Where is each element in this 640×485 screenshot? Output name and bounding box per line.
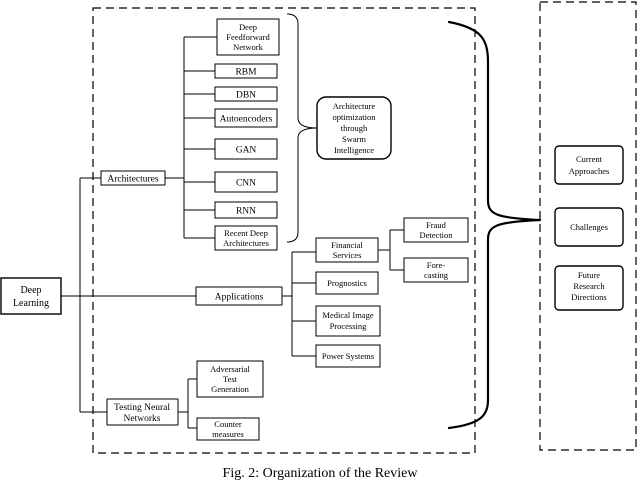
figure-caption: Fig. 2: Organization of the Review [222, 466, 418, 481]
root-node-deep-learning: Deep Learning [0, 277, 62, 315]
architectures-node: Architectures [100, 170, 166, 186]
svg-text:Fore-: Fore- [427, 260, 446, 270]
svg-text:Financial: Financial [331, 240, 363, 250]
arch-item-recent-deep-architectures: Recent Deep Architectures [214, 225, 278, 251]
svg-text:Deep: Deep [239, 22, 257, 32]
svg-text:Test: Test [223, 374, 238, 384]
review-organization-diagram: Deep Learning Architectures Deep Feedfor… [0, 1, 637, 454]
arch-item-gan: GAN [214, 138, 278, 160]
svg-text:RNN: RNN [236, 207, 256, 217]
svg-text:Counter: Counter [214, 419, 242, 429]
svg-text:Directions: Directions [571, 292, 606, 302]
svg-text:Architectures: Architectures [223, 238, 269, 248]
arch-item-dbn: DBN [214, 86, 278, 102]
svg-text:Network: Network [233, 42, 263, 52]
app-item-financial-services: Financial Services [315, 237, 379, 263]
svg-text:casting: casting [424, 270, 449, 280]
svg-text:GAN: GAN [236, 146, 257, 156]
financial-sub-forecasting: Fore- casting [403, 257, 469, 283]
outcome-current-approaches: Current Approaches [554, 145, 624, 185]
outcome-future-research-directions: Future Research Directions [554, 265, 624, 311]
financial-sub-fraud-detection: Fraud Detection [403, 217, 469, 243]
app-item-power-systems: Power Systems [315, 344, 381, 368]
svg-text:Deep: Deep [20, 285, 41, 296]
svg-text:Architecture: Architecture [333, 101, 376, 111]
outcome-challenges: Challenges [554, 207, 624, 247]
connector-lines [61, 13, 404, 429]
svg-text:through: through [341, 123, 368, 133]
svg-text:Processing: Processing [330, 321, 368, 331]
svg-text:Adversarial: Adversarial [210, 364, 250, 374]
outcomes-dashed-frame [539, 1, 637, 451]
svg-text:Learning: Learning [13, 298, 49, 309]
main-dashed-frame [92, 7, 476, 454]
applications-node: Applications [195, 286, 283, 306]
svg-text:Medical Image: Medical Image [322, 310, 373, 320]
svg-text:Intelligence: Intelligence [334, 145, 374, 155]
svg-text:Recent Deep: Recent Deep [224, 228, 268, 238]
svg-text:Networks: Networks [124, 414, 161, 424]
svg-text:Prognostics: Prognostics [327, 278, 367, 288]
merge-brace [447, 20, 542, 430]
svg-text:Autoencoders: Autoencoders [220, 115, 273, 125]
arch-item-deep-feedforward: Deep Feedforward Network [216, 18, 280, 56]
arch-item-rbm: RBM [214, 63, 278, 79]
arch-item-cnn: CNN [214, 171, 278, 193]
app-item-prognostics: Prognostics [315, 271, 379, 295]
svg-text:Future: Future [578, 270, 600, 280]
swarm-intelligence-node: Architecture optimization through Swarm … [316, 96, 392, 160]
svg-text:Architectures: Architectures [107, 175, 158, 185]
svg-text:Detection: Detection [419, 230, 453, 240]
svg-text:Research: Research [573, 281, 605, 291]
svg-text:Feedforward: Feedforward [226, 32, 270, 42]
svg-text:Services: Services [333, 250, 362, 260]
svg-text:measures: measures [212, 429, 244, 439]
svg-text:optimization: optimization [333, 112, 377, 122]
svg-text:Swarm: Swarm [342, 134, 366, 144]
svg-text:Generation: Generation [211, 384, 250, 394]
svg-text:DBN: DBN [236, 91, 256, 101]
svg-text:Challenges: Challenges [570, 222, 608, 232]
testing-item-adversarial-test-generation: Adversarial Test Generation [196, 360, 264, 398]
svg-text:Fraud: Fraud [426, 220, 447, 230]
testing-neural-networks-node: Testing Neural Networks [106, 398, 179, 426]
app-item-medical-image-processing: Medical Image Processing [315, 305, 381, 337]
arch-item-rnn: RNN [214, 201, 278, 219]
testing-item-countermeasures: Counter measures [196, 417, 260, 441]
svg-text:CNN: CNN [236, 179, 256, 189]
svg-text:Approaches: Approaches [569, 166, 610, 176]
svg-text:RBM: RBM [235, 68, 257, 78]
svg-text:Testing Neural: Testing Neural [114, 403, 170, 413]
arch-item-autoencoders: Autoencoders [214, 108, 278, 128]
svg-text:Current: Current [576, 154, 603, 164]
svg-text:Power Systems: Power Systems [322, 351, 374, 361]
svg-text:Applications: Applications [215, 293, 264, 303]
